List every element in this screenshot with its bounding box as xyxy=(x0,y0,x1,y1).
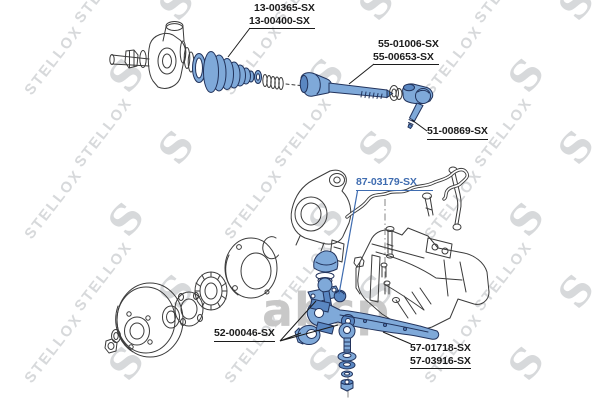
part-number: 57-01718-SX xyxy=(410,342,471,354)
part-number-link[interactable]: 87-03179-SX xyxy=(356,176,417,188)
part-number: 13-00400-SX xyxy=(249,14,310,27)
splash-shield xyxy=(224,237,278,299)
ball-joint-boot xyxy=(313,250,339,284)
center-lines xyxy=(347,199,386,399)
lock-washers xyxy=(389,85,403,101)
arm-bushing xyxy=(294,325,321,345)
snap-ring xyxy=(262,236,279,260)
control-arm xyxy=(306,298,440,340)
axial-rod-joint xyxy=(299,72,394,99)
label-stabilizer-bush-link[interactable]: 87-03179-SX xyxy=(356,176,433,191)
part-number: 51-00869-SX xyxy=(427,125,488,137)
wheel-bearing xyxy=(162,305,180,329)
label-bearing-kit: 52-00046-SX xyxy=(214,327,275,342)
part-number: 52-00046-SX xyxy=(214,327,275,339)
boot-clamp-spring xyxy=(262,74,301,90)
stabilizer-bar xyxy=(345,167,469,219)
stabilizer-bushing xyxy=(333,289,347,303)
abs-ring xyxy=(194,271,228,311)
tripod-housing xyxy=(147,21,195,89)
part-number: 55-01006-SX xyxy=(378,38,439,50)
pivot-bolt-stack xyxy=(337,322,357,392)
label-control-arm: 57-01718-SX 57-03916-SX xyxy=(410,342,471,369)
label-cv-boot-kit: 13-00365-SX 13-00400-SX xyxy=(249,2,315,29)
drive-shaft xyxy=(109,49,150,69)
subframe-bolts xyxy=(385,192,434,259)
cv-boot-kit xyxy=(192,51,262,93)
part-number: 13-00365-SX xyxy=(254,2,315,14)
tie-rod-end xyxy=(402,83,434,130)
part-number: 55-00653-SX xyxy=(373,50,434,63)
leader-lines xyxy=(227,27,428,345)
hub-nut xyxy=(104,338,118,354)
strut-bracket xyxy=(369,254,400,303)
part-number: 57-03916-SX xyxy=(410,354,471,367)
steering-knuckle xyxy=(290,169,352,252)
label-tie-rod-end: 51-00869-SX xyxy=(427,125,488,140)
brake-disc xyxy=(115,282,184,358)
label-axial-rod: 55-01006-SX 55-00653-SX xyxy=(373,38,439,65)
subframe xyxy=(355,227,490,330)
